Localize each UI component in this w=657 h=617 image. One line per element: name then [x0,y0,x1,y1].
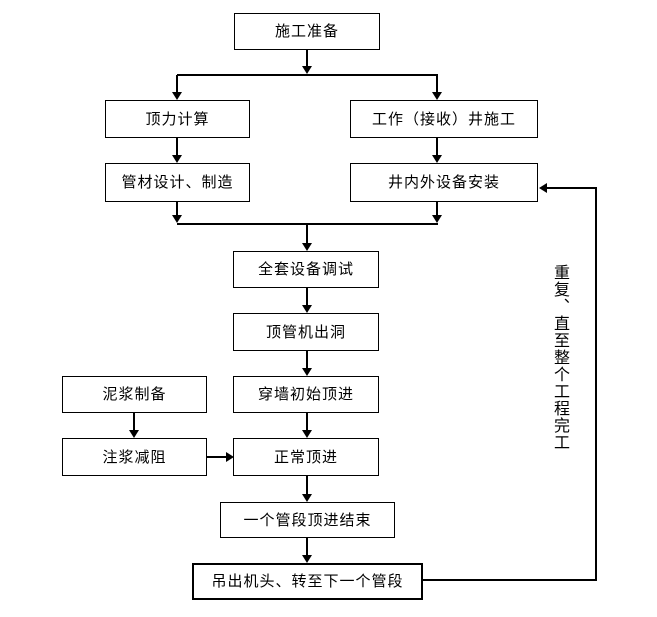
connector-initial-to-normal [306,413,308,432]
connector-split-left [176,75,178,94]
repeat-note: 重复、直至整个工程完工 [551,264,568,451]
arrowhead-to-working-well [432,92,442,100]
connector-prep-down [306,50,308,68]
connector-mud-to-grout [133,413,135,432]
node-jacking-force-calc: 顶力计算 [105,100,250,138]
connector-force-to-pipe [176,138,178,157]
connector-pipe-down [176,202,178,217]
node-segment-complete: 一个管段顶进结束 [220,502,395,538]
arrowhead-to-machine-exit [302,305,312,313]
connector-split-right [436,75,438,94]
node-grouting-friction: 注浆减阻 [62,438,207,476]
arrowhead-grout-to-normal [226,452,234,462]
connector-feedback-top [546,187,597,189]
connector-debug-to-exit [306,288,308,307]
node-working-well: 工作（接收）井施工 [350,100,538,138]
node-machine-exit: 顶管机出洞 [233,313,379,351]
connector-merge-horizontal [177,223,438,225]
arrowhead-feedback-to-equip [539,183,547,193]
arrowhead-to-equip-install [432,155,442,163]
arrowhead-to-initial-jacking [302,368,312,376]
connector-exit-to-initial [306,351,308,370]
arrowhead-merge-right [432,215,442,223]
arrowhead-to-lift-head [302,555,312,563]
arrowhead-to-grouting [129,430,139,438]
connector-merge-down [306,224,308,245]
connector-split-horizontal [177,74,438,76]
connector-feedback-bottom [423,579,597,581]
node-equipment-install: 井内外设备安装 [350,163,538,202]
arrowhead-to-segment-end [302,494,312,502]
arrowhead-to-force-calc [172,92,182,100]
node-construction-prep: 施工准备 [234,13,380,50]
node-initial-jacking: 穿墙初始顶进 [233,376,379,413]
node-equipment-debug: 全套设备调试 [233,251,379,288]
arrowhead-to-normal-jacking [302,430,312,438]
connector-equip-down [436,202,438,217]
arrowhead-merge-left [172,215,182,223]
connector-feedback-vertical [595,187,597,580]
connector-normal-to-segend [306,476,308,496]
arrowhead-prep-split [302,66,312,74]
node-normal-jacking: 正常顶进 [233,438,379,476]
node-pipe-design: 管材设计、制造 [105,163,250,202]
arrowhead-to-pipe-design [172,155,182,163]
connector-segend-to-lift [306,538,308,557]
node-lift-machine-head: 吊出机头、转至下一个管段 [192,563,423,600]
connector-well-to-equip [436,138,438,157]
node-mud-preparation: 泥浆制备 [62,376,207,413]
arrowhead-to-debug [302,243,312,251]
connector-grout-to-normal [207,456,228,458]
